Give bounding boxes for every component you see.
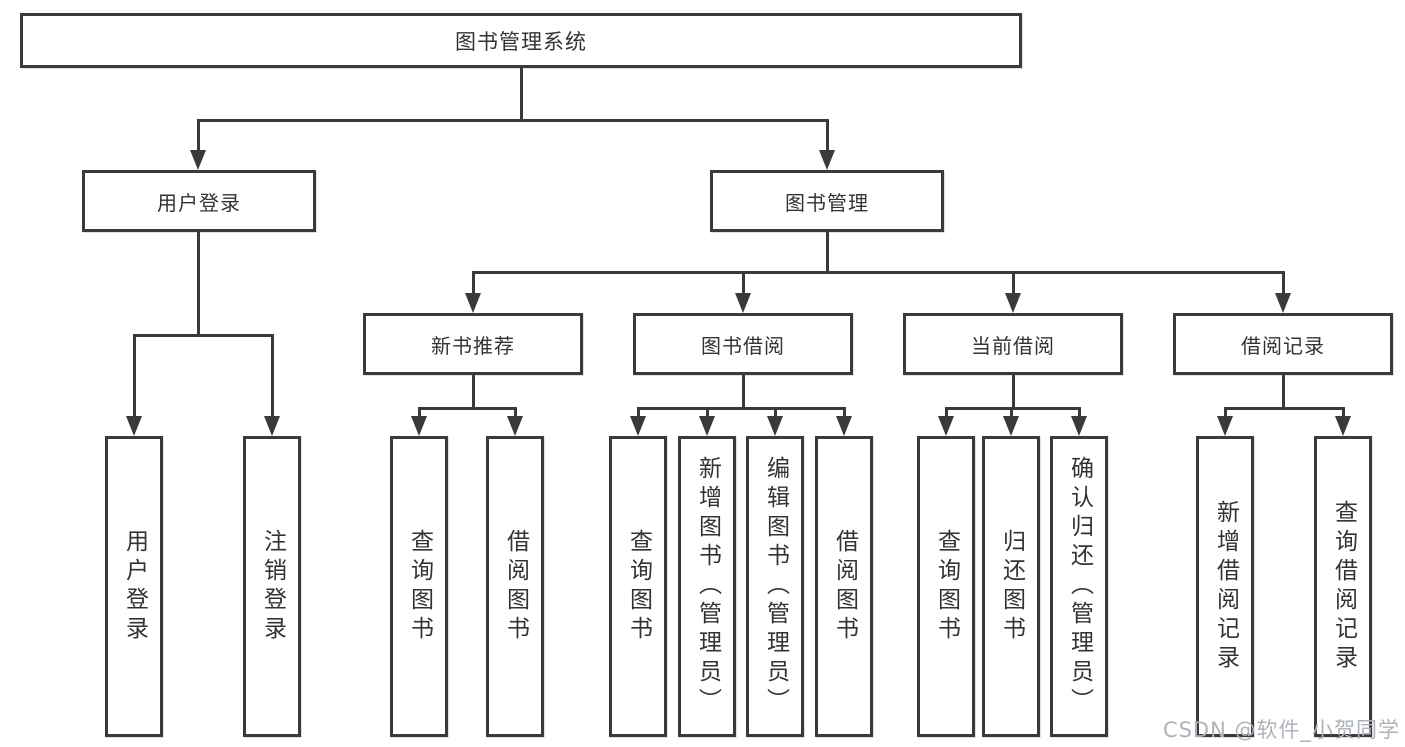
- arrow-down-icon: [1005, 293, 1021, 313]
- node-leaf-query-books-2: 查询图书: [609, 436, 667, 737]
- arrow-down-icon: [938, 416, 954, 436]
- node-leaf-edit-books-admin: 编辑图书（管理员）: [746, 436, 804, 737]
- connector-root-stem: [519, 68, 523, 122]
- connector-book-management-bar: [471, 270, 1285, 274]
- node-leaf-borrow-books-2: 借阅图书: [815, 436, 873, 737]
- connector-branch-leaf-user-login: [132, 335, 136, 419]
- arrow-down-icon: [1335, 416, 1351, 436]
- connector-branch: [1009, 408, 1013, 419]
- connector-new-book-recommend-bar: [417, 406, 517, 410]
- connector-branch: [513, 408, 517, 419]
- node-leaf-return-books: 归还图书: [982, 436, 1040, 737]
- node-book-management: 图书管理: [710, 170, 944, 232]
- node-leaf-query-borrow-record: 查询借阅记录: [1314, 436, 1372, 737]
- node-leaf-logout: 注销登录: [243, 436, 301, 737]
- connector-borrowing-records-bar: [1223, 406, 1345, 410]
- connector-current-borrowing-bar: [944, 406, 1081, 410]
- connector-borrowing-records-stem: [1281, 375, 1285, 410]
- node-leaf-query-books-1: 查询图书: [390, 436, 448, 737]
- node-leaf-confirm-return-admin: 确认归还（管理员）: [1050, 436, 1108, 737]
- arrow-down-icon: [190, 150, 206, 170]
- arrow-down-icon: [1275, 293, 1291, 313]
- node-leaf-add-borrow-record: 新增借阅记录: [1196, 436, 1254, 737]
- connector-branch: [842, 408, 846, 419]
- arrow-down-icon: [1003, 416, 1019, 436]
- arrow-down-icon: [507, 416, 523, 436]
- connector-branch: [1341, 408, 1345, 419]
- connector-branch-user-login: [196, 120, 200, 154]
- connector-branch-borrowing-records: [1281, 272, 1285, 296]
- csdn-watermark: CSDN @软件_小贺同学: [1162, 718, 1400, 742]
- connector-branch: [417, 408, 421, 419]
- node-library-management-system: 图书管理系统: [20, 13, 1022, 68]
- connector-book-borrowing-bar: [636, 406, 846, 410]
- node-new-book-recommend: 新书推荐: [363, 313, 583, 375]
- arrow-down-icon: [836, 416, 852, 436]
- connector-branch: [705, 408, 709, 419]
- connector-branch-book-management: [825, 120, 829, 154]
- connector-branch-new-book-recommend: [471, 272, 475, 296]
- node-leaf-query-books-3: 查询图书: [917, 436, 975, 737]
- connector-branch-book-borrowing: [741, 272, 745, 296]
- arrow-down-icon: [1217, 416, 1233, 436]
- connector-root-bar: [196, 118, 829, 122]
- node-current-borrowing: 当前借阅: [903, 313, 1123, 375]
- connector-branch: [773, 408, 777, 419]
- arrow-down-icon: [819, 150, 835, 170]
- connector-book-management-stem: [825, 232, 829, 274]
- node-book-borrowing: 图书借阅: [633, 313, 853, 375]
- node-leaf-add-books-admin: 新增图书（管理员）: [678, 436, 736, 737]
- connector-branch-leaf-logout: [270, 335, 274, 419]
- arrow-down-icon: [735, 293, 751, 313]
- connector-book-borrowing-stem: [741, 375, 745, 410]
- arrow-down-icon: [630, 416, 646, 436]
- connector-branch: [1223, 408, 1227, 419]
- arrow-down-icon: [699, 416, 715, 436]
- arrow-down-icon: [465, 293, 481, 313]
- node-leaf-borrow-books-1: 借阅图书: [486, 436, 544, 737]
- connector-user-login-stem: [196, 232, 200, 337]
- arrow-down-icon: [767, 416, 783, 436]
- arrow-down-icon: [264, 416, 280, 436]
- connector-branch: [944, 408, 948, 419]
- arrow-down-icon: [1071, 416, 1087, 436]
- node-user-login: 用户登录: [82, 170, 316, 232]
- node-borrowing-records: 借阅记录: [1173, 313, 1393, 375]
- connector-branch-current-borrowing: [1011, 272, 1015, 296]
- arrow-down-icon: [411, 416, 427, 436]
- arrow-down-icon: [126, 416, 142, 436]
- node-leaf-user-login: 用户登录: [105, 436, 163, 737]
- connector-branch: [636, 408, 640, 419]
- connector-branch: [1077, 408, 1081, 419]
- connector-new-book-recommend-stem: [471, 375, 475, 410]
- connector-user-login-bar: [132, 333, 274, 337]
- connector-current-borrowing-stem: [1011, 375, 1015, 410]
